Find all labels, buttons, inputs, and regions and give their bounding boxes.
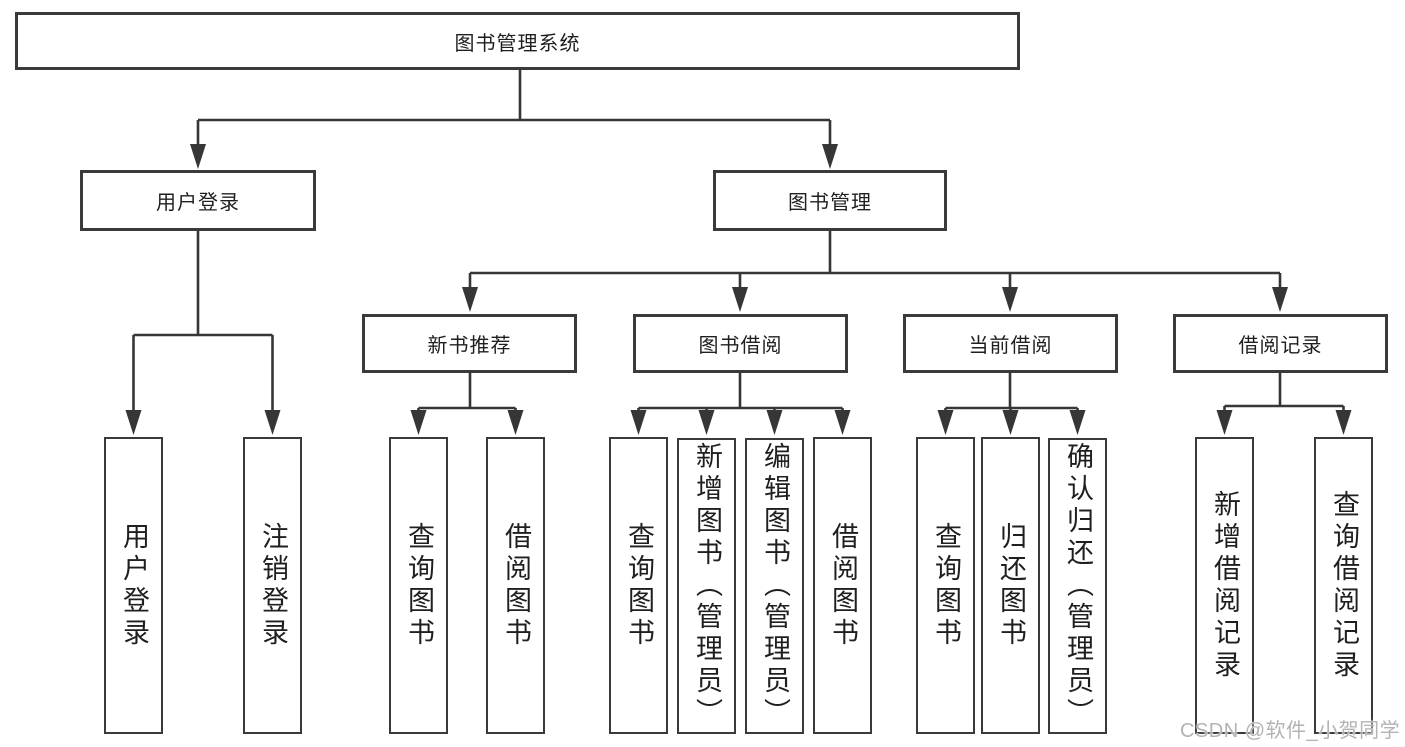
- leaf-user-login-label: 用户登录: [119, 521, 149, 650]
- node-library-system: 图书管理系统: [15, 12, 1020, 70]
- connector-new-book-recommend-to-leaves: [417, 373, 517, 413]
- leaf-edit-books-admin-label: 编辑图书（管理员）: [760, 442, 790, 730]
- arrow-down-icon: [1216, 410, 1233, 435]
- connector-book-management-to-level2: [468, 231, 1282, 290]
- leaf-add-books-admin-label: 新增图书（管理员）: [692, 442, 722, 730]
- leaf-query-books-current: 查询图书: [916, 437, 975, 734]
- leaf-confirm-return-admin-label: 确认归还（管理员）: [1063, 442, 1093, 730]
- arrow-down-icon: [1335, 410, 1352, 435]
- arrow-down-icon: [1002, 287, 1018, 312]
- node-book-borrow-label: 图书借阅: [698, 335, 783, 357]
- leaf-borrow-books-recommend: 借阅图书: [486, 437, 545, 734]
- arrow-down-icon: [410, 410, 427, 435]
- leaf-user-login: 用户登录: [104, 437, 163, 734]
- node-library-system-label: 图书管理系统: [454, 32, 581, 55]
- leaf-query-borrow-record: 查询借阅记录: [1314, 437, 1373, 734]
- node-new-book-recommend: 新书推荐: [362, 314, 577, 373]
- leaf-logout-label: 注销登录: [258, 521, 288, 650]
- leaf-borrow-books: 借阅图书: [813, 437, 872, 734]
- connector-borrow-records-to-leaves: [1223, 373, 1345, 413]
- node-borrow-records-label: 借阅记录: [1238, 335, 1323, 357]
- leaf-query-books-borrow-label: 查询图书: [624, 521, 654, 650]
- leaf-borrow-books-recommend-label: 借阅图书: [501, 521, 531, 650]
- arrow-down-icon: [698, 410, 715, 435]
- arrow-down-icon: [630, 410, 647, 435]
- leaf-return-books: 归还图书: [981, 437, 1040, 734]
- connector-book-borrow-to-leaves: [637, 373, 844, 413]
- connector-root-to-level1: [196, 70, 832, 146]
- arrow-down-icon: [822, 144, 838, 169]
- arrow-down-icon: [732, 287, 748, 312]
- arrow-down-icon: [507, 410, 524, 435]
- arrow-down-icon: [125, 410, 142, 435]
- node-current-borrow-label: 当前借阅: [968, 335, 1053, 357]
- node-new-book-recommend-label: 新书推荐: [427, 335, 512, 357]
- node-user-login: 用户登录: [80, 170, 316, 231]
- arrow-down-icon: [834, 410, 851, 435]
- leaf-query-borrow-record-label: 查询借阅记录: [1329, 489, 1359, 682]
- arrow-down-icon: [1069, 410, 1086, 435]
- arrow-down-icon: [190, 144, 206, 169]
- leaf-confirm-return-admin: 确认归还（管理员）: [1048, 438, 1107, 734]
- leaf-logout: 注销登录: [243, 437, 302, 734]
- leaf-add-borrow-record-label: 新增借阅记录: [1210, 489, 1240, 682]
- leaf-query-books-recommend: 查询图书: [389, 437, 448, 734]
- leaf-return-books-label: 归还图书: [996, 521, 1026, 650]
- arrow-down-icon: [462, 287, 478, 312]
- leaf-add-borrow-record: 新增借阅记录: [1195, 437, 1254, 734]
- arrow-down-icon: [937, 410, 954, 435]
- node-user-login-label: 用户登录: [156, 192, 240, 214]
- arrow-down-icon: [1002, 410, 1019, 435]
- node-borrow-records: 借阅记录: [1173, 314, 1388, 373]
- leaf-query-books-recommend-label: 查询图书: [404, 521, 434, 650]
- leaf-borrow-books-label: 借阅图书: [828, 521, 858, 650]
- watermark-text: CSDN @软件_小贺同学: [1180, 720, 1401, 742]
- connector-current-borrow-to-leaves: [944, 373, 1079, 413]
- leaf-edit-books-admin: 编辑图书（管理员）: [745, 438, 804, 734]
- leaf-query-books-current-label: 查询图书: [931, 521, 961, 650]
- node-book-management-label: 图书管理: [788, 192, 872, 214]
- arrow-down-icon: [264, 410, 281, 435]
- node-book-borrow: 图书借阅: [633, 314, 848, 373]
- leaf-query-books-borrow: 查询图书: [609, 437, 668, 734]
- node-current-borrow: 当前借阅: [903, 314, 1118, 373]
- node-book-management: 图书管理: [713, 170, 947, 231]
- leaf-add-books-admin: 新增图书（管理员）: [677, 438, 736, 734]
- arrow-down-icon: [766, 410, 783, 435]
- connector-user-login-to-leaves: [132, 231, 274, 412]
- arrow-down-icon: [1272, 287, 1288, 312]
